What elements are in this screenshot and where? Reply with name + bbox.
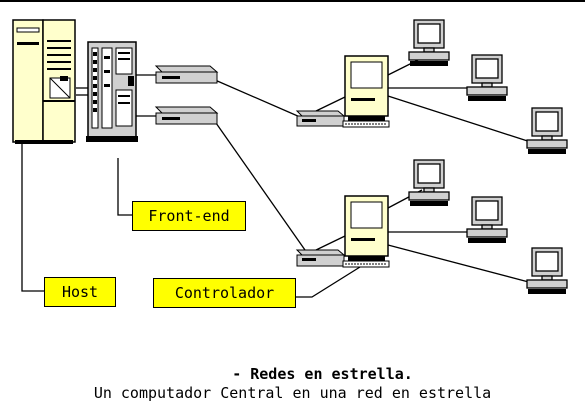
link-modem2-modem4 [215,122,306,251]
terminal-icon [408,19,450,66]
terminal-icon [408,159,450,206]
controller-computer-icon [342,55,390,128]
terminal-icon [526,247,568,294]
caption-subtitle: Un computador Central en una red en estr… [93,384,492,402]
terminal-icon [466,196,508,243]
host-label: Host [44,277,116,307]
terminal-icon [466,54,508,101]
controlador-label: Controlador [153,278,296,308]
controller-computer-icon [342,195,390,268]
pointer-host [21,142,44,292]
modem-icon [154,65,219,84]
link-ctrl1-term3 [387,95,541,146]
modem-icon [154,106,219,125]
frontend-label: Front-end [132,201,246,231]
link-ctrl1-term1 [387,57,423,76]
frontend-processor-icon [86,41,138,142]
top-border [0,0,585,2]
host-mainframe-icon [12,19,76,144]
pointer-controlador [296,261,369,298]
pointer-frontend [117,158,132,216]
caption-title: - Redes en estrella. [232,365,413,383]
modem-icon [295,235,346,267]
link-ctrl2-term3 [387,244,541,286]
link-modem1-modem3 [214,79,301,118]
terminal-icon [526,107,568,154]
